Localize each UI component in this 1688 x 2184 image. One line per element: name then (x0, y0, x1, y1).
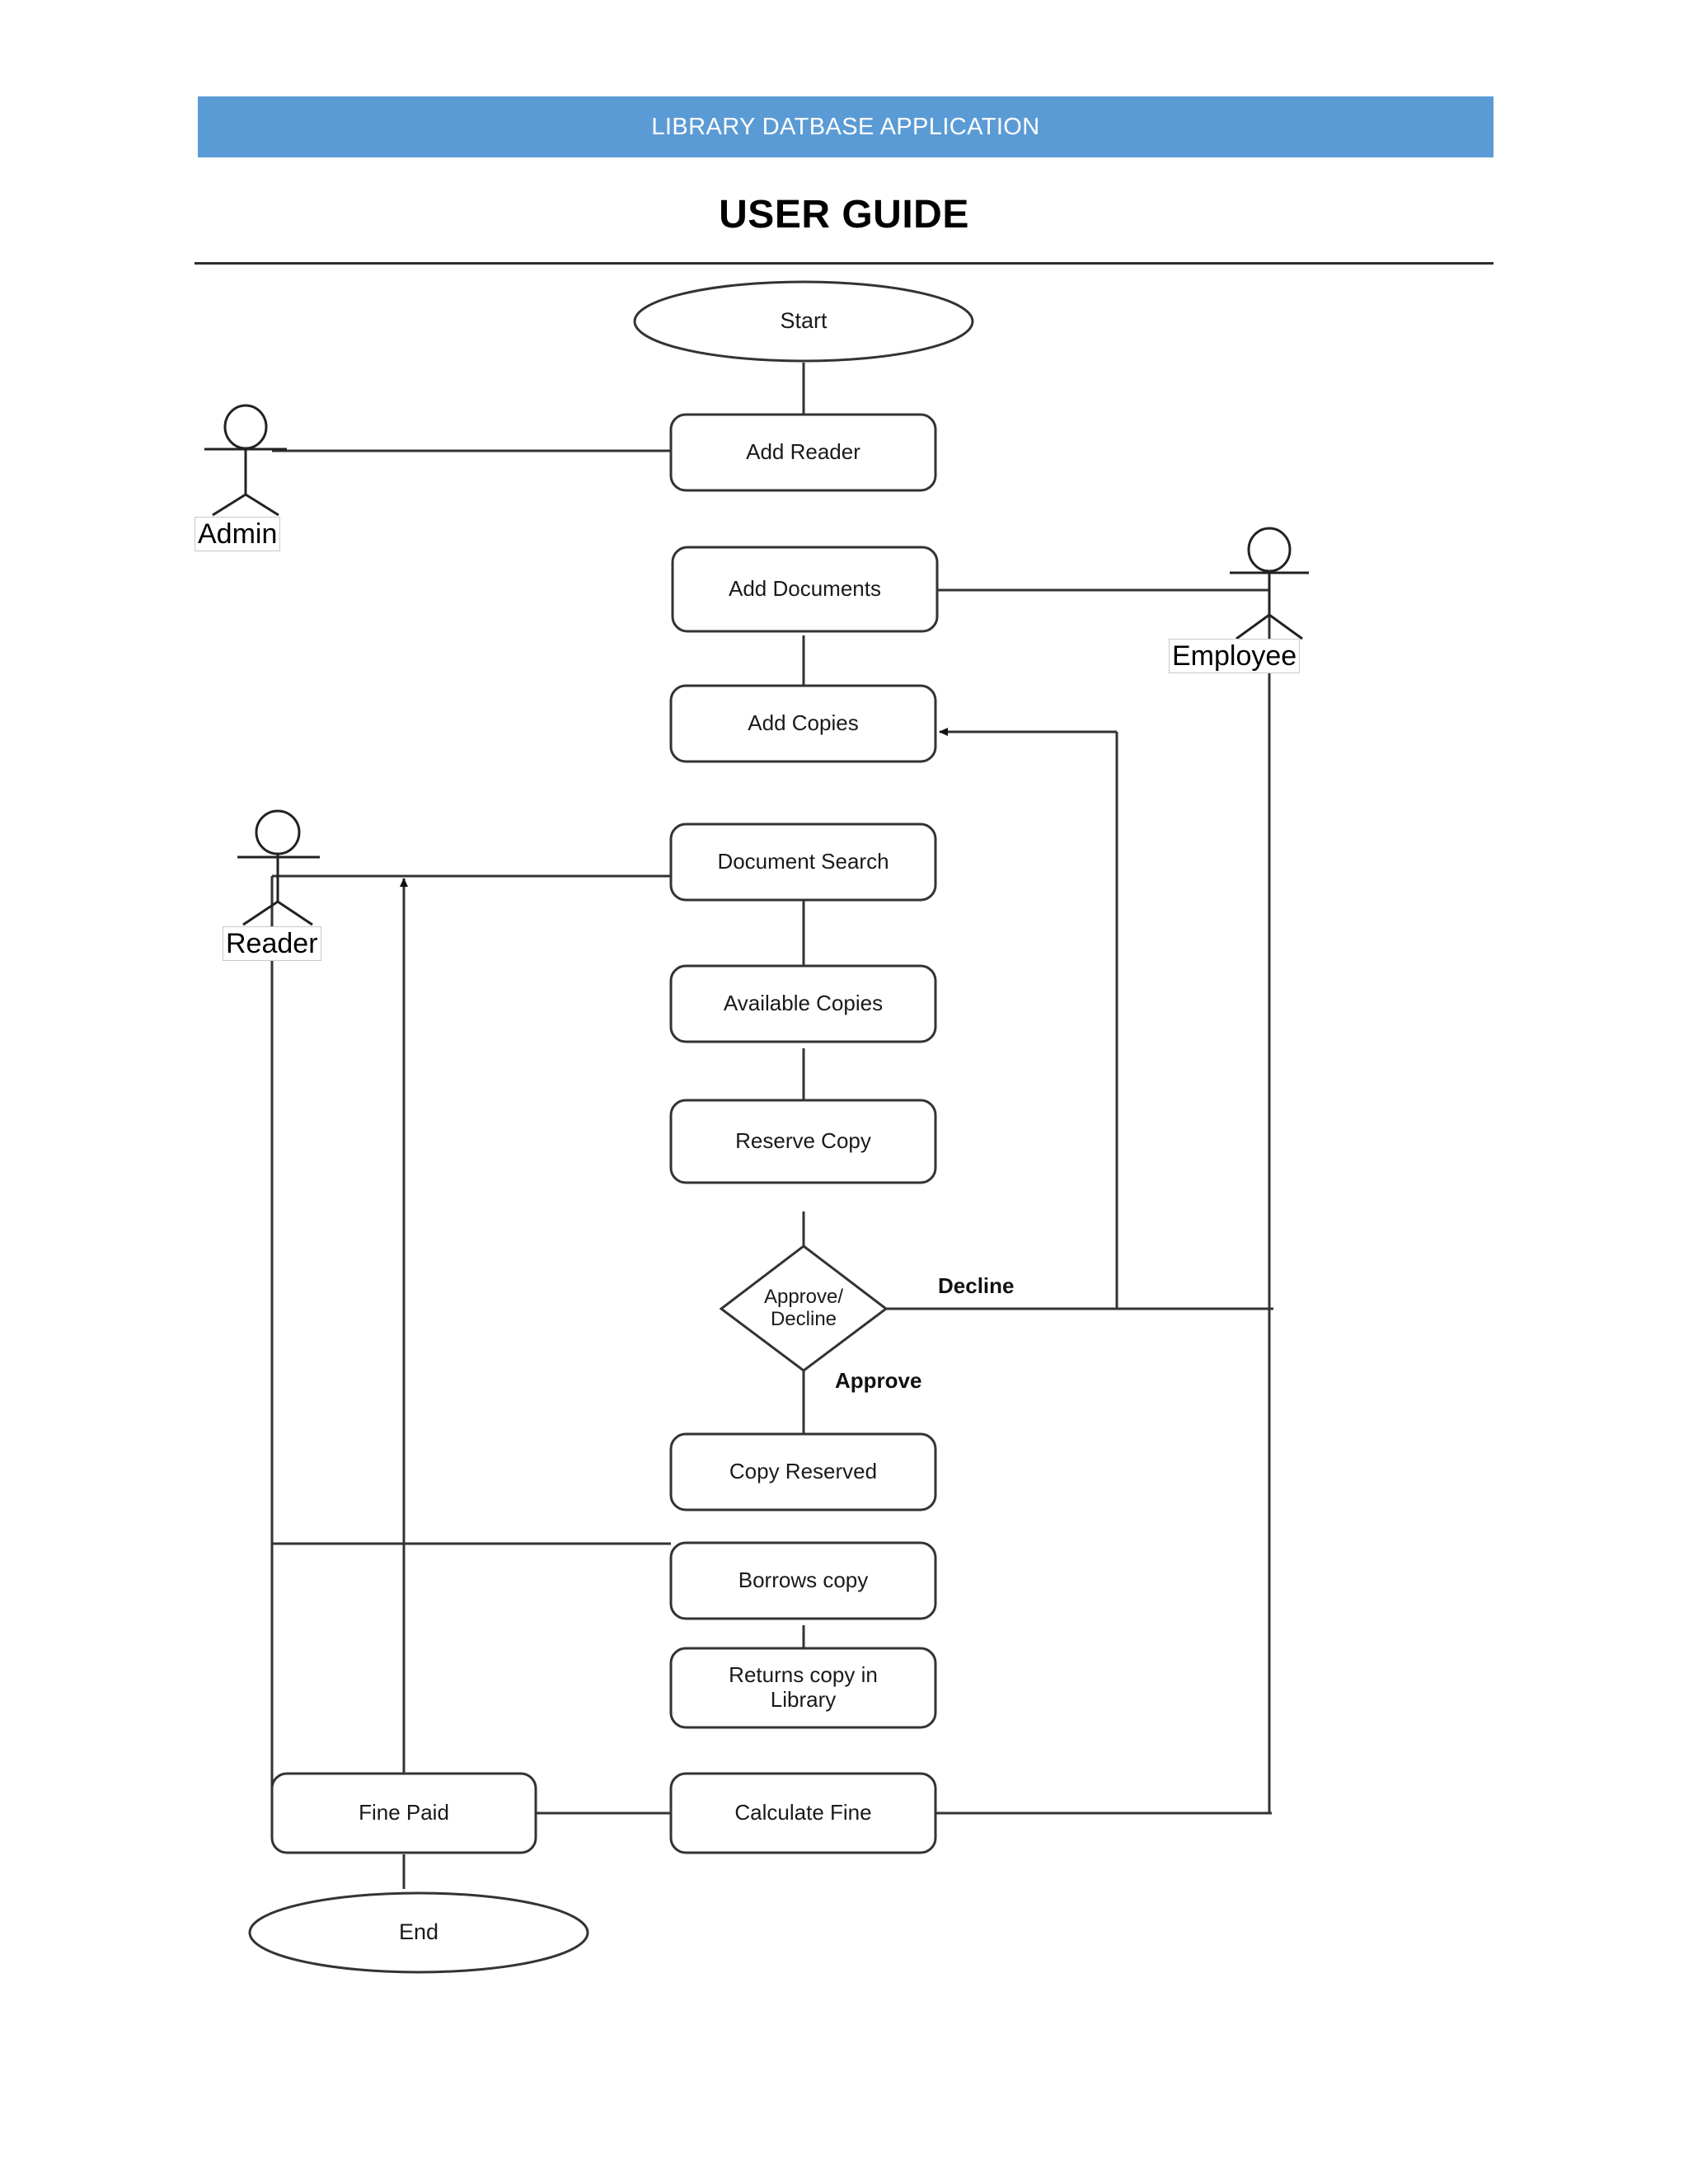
edge-label-approve: Approve (835, 1368, 922, 1393)
edge-label-decline: Decline (938, 1273, 1015, 1298)
node-document-search[interactable] (669, 823, 937, 902)
node-reserve-copy[interactable] (669, 1099, 937, 1184)
node-add-reader[interactable] (669, 413, 937, 492)
header-banner: LIBRARY DATBASE APPLICATION (198, 96, 1493, 157)
page-title: USER GUIDE (719, 193, 969, 237)
banner-title: LIBRARY DATBASE APPLICATION (651, 113, 1040, 140)
actor-employee[interactable] (1230, 527, 1309, 640)
node-borrows-copy[interactable] (669, 1541, 937, 1620)
terminator-end[interactable] (248, 1891, 589, 1974)
node-available-copies[interactable] (669, 964, 937, 1043)
terminator-start[interactable] (633, 280, 974, 363)
actor-employee-label: Employee (1169, 639, 1301, 674)
node-copy-reserved[interactable] (669, 1432, 937, 1511)
node-add-copies[interactable] (669, 684, 937, 763)
actor-reader-label: Reader (223, 926, 321, 962)
actor-admin-label: Admin (195, 517, 281, 552)
node-calculate-fine[interactable] (669, 1772, 937, 1854)
node-returns-copy[interactable] (669, 1647, 937, 1729)
actor-admin[interactable] (204, 404, 287, 517)
title-divider (195, 262, 1493, 265)
node-approve-decline-decision[interactable] (719, 1244, 889, 1372)
actor-reader[interactable] (237, 809, 320, 926)
connector-group (270, 363, 1273, 1889)
node-add-documents[interactable] (671, 546, 939, 633)
node-fine-paid[interactable] (270, 1772, 537, 1854)
